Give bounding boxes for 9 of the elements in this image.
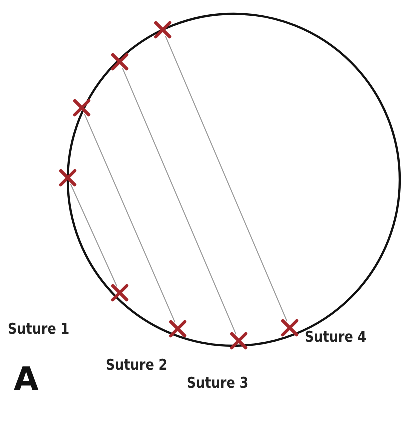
panel-letter: A: [14, 360, 39, 398]
suture-label: Suture 2: [106, 356, 168, 374]
suture-label: Suture 1: [8, 320, 70, 338]
suture-line: [122, 68, 237, 336]
suture-label: Suture 4: [305, 328, 367, 346]
suture-line: [84, 114, 176, 324]
suture-label: Suture 3: [187, 374, 249, 392]
suture-line: [70, 184, 118, 288]
suture-line: [165, 36, 288, 322]
